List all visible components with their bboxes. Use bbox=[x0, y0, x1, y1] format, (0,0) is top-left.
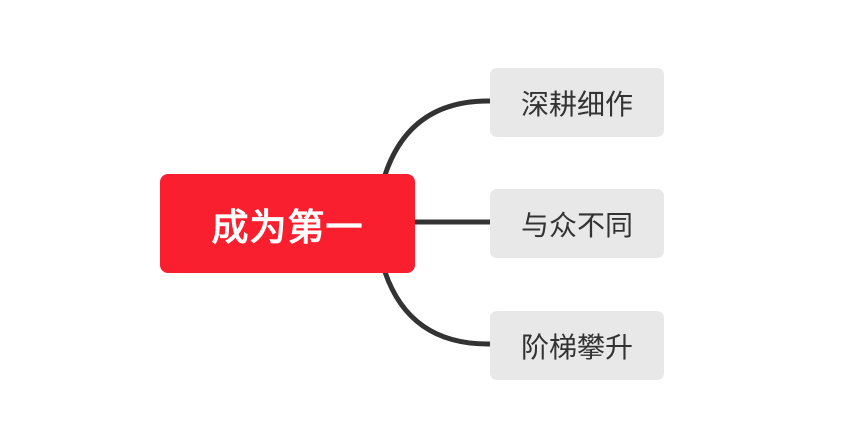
branch-topic-label: 与众不同 bbox=[520, 208, 633, 242]
branch-topic-label: 深耕细作 bbox=[520, 87, 633, 121]
branch-topic-label: 阶梯攀升 bbox=[520, 330, 633, 364]
connector-to-branch-1 bbox=[382, 98, 493, 178]
root-topic-label: 成为第一 bbox=[211, 205, 364, 249]
branch-topic-3[interactable]: 阶梯攀升 bbox=[490, 311, 664, 380]
root-topic[interactable]: 成为第一 bbox=[160, 174, 415, 273]
branch-topic-1[interactable]: 深耕细作 bbox=[490, 68, 664, 137]
connector-to-branch-3 bbox=[382, 269, 493, 347]
branch-topic-2[interactable]: 与众不同 bbox=[490, 189, 664, 258]
